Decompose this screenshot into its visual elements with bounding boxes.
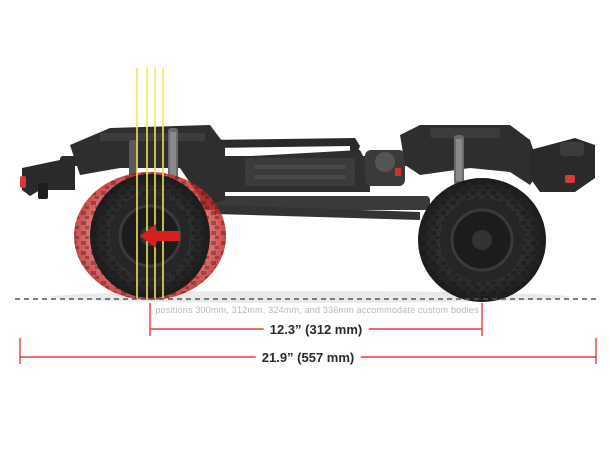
chassis [20, 125, 595, 220]
front-bumper [22, 160, 75, 196]
top-tube [205, 138, 360, 160]
positions-note: – positions 300mm, 312mm, 324mm, and 336… [147, 305, 487, 315]
wheelbase-label: 12.3” (312 mm) [263, 322, 369, 337]
rear-wheel [418, 178, 546, 302]
wheelbase-position-markers [136, 68, 164, 300]
front-tow-hook [20, 176, 26, 188]
rear-tow-hook [565, 175, 575, 183]
overall-length-label: 21.9” (557 mm) [255, 350, 361, 365]
left-arrow-icon [140, 224, 180, 248]
frame-link [215, 205, 420, 220]
rear-shock-tower [400, 125, 540, 185]
battery-box [245, 158, 355, 186]
motor [375, 152, 395, 172]
